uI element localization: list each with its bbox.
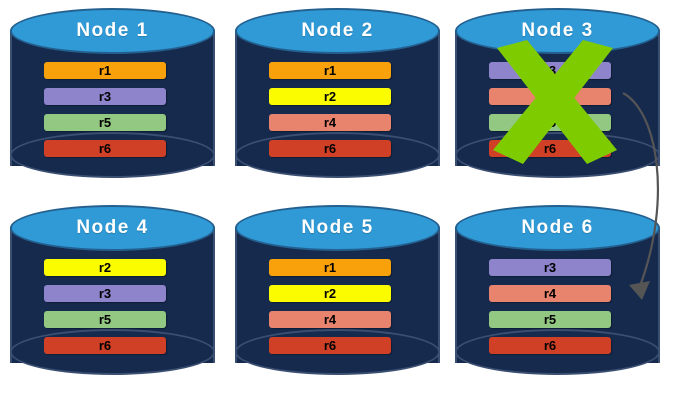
node-4-label: Node 4 [76, 217, 149, 238]
replica-bar[interactable]: r4 [269, 114, 391, 131]
node-4[interactable]: Node 4 r2 r3 r5 r6 [10, 205, 215, 385]
node-4-replica-list: r2 r3 r5 r6 [44, 259, 166, 355]
replica-bar[interactable]: r5 [44, 114, 166, 131]
replica-bar[interactable]: r4 [269, 311, 391, 328]
replica-bar[interactable]: r4 [489, 88, 611, 105]
replica-bar[interactable]: r2 [269, 285, 391, 302]
node-5-label: Node 5 [301, 217, 374, 238]
node-2[interactable]: Node 2 r1 r2 r4 r6 [235, 8, 440, 188]
replica-bar[interactable]: r5 [489, 114, 611, 131]
replica-bar[interactable]: r6 [489, 140, 611, 157]
node-6-replica-list: r3 r4 r5 r6 [489, 259, 611, 355]
replica-bar[interactable]: r1 [269, 62, 391, 79]
node-3[interactable]: Node 3 r3 r4 r5 r6 [455, 8, 660, 188]
replica-bar[interactable]: r6 [44, 140, 166, 157]
node-6[interactable]: Node 6 r3 r4 r5 r6 [455, 205, 660, 385]
node-1-replica-list: r1 r3 r5 r6 [44, 62, 166, 158]
replica-bar[interactable]: r3 [489, 259, 611, 276]
node-2-replica-list: r1 r2 r4 r6 [269, 62, 391, 158]
replica-bar[interactable]: r6 [269, 140, 391, 157]
node-5[interactable]: Node 5 r1 r2 r4 r6 [235, 205, 440, 385]
node-3-replica-list: r3 r4 r5 r6 [489, 62, 611, 158]
cylinder-top [10, 8, 215, 54]
node-1[interactable]: Node 1 r1 r3 r5 r6 [10, 8, 215, 188]
replica-bar[interactable]: r2 [44, 259, 166, 276]
cylinder-top [235, 205, 440, 251]
cylinder-top [10, 205, 215, 251]
replica-bar[interactable]: r3 [489, 62, 611, 79]
replica-bar[interactable]: r1 [44, 62, 166, 79]
node-6-label: Node 6 [521, 217, 594, 238]
node-1-label: Node 1 [76, 20, 149, 41]
replica-bar[interactable]: r2 [269, 88, 391, 105]
node-5-replica-list: r1 r2 r4 r6 [269, 259, 391, 355]
replica-bar[interactable]: r4 [489, 285, 611, 302]
replica-bar[interactable]: r5 [44, 311, 166, 328]
replica-bar[interactable]: r6 [489, 337, 611, 354]
replica-bar[interactable]: r5 [489, 311, 611, 328]
node-2-label: Node 2 [301, 20, 374, 41]
node-3-label: Node 3 [521, 20, 594, 41]
cylinder-top [235, 8, 440, 54]
replica-bar[interactable]: r6 [269, 337, 391, 354]
replica-bar[interactable]: r3 [44, 285, 166, 302]
replica-bar[interactable]: r6 [44, 337, 166, 354]
replica-bar[interactable]: r1 [269, 259, 391, 276]
replica-bar[interactable]: r3 [44, 88, 166, 105]
